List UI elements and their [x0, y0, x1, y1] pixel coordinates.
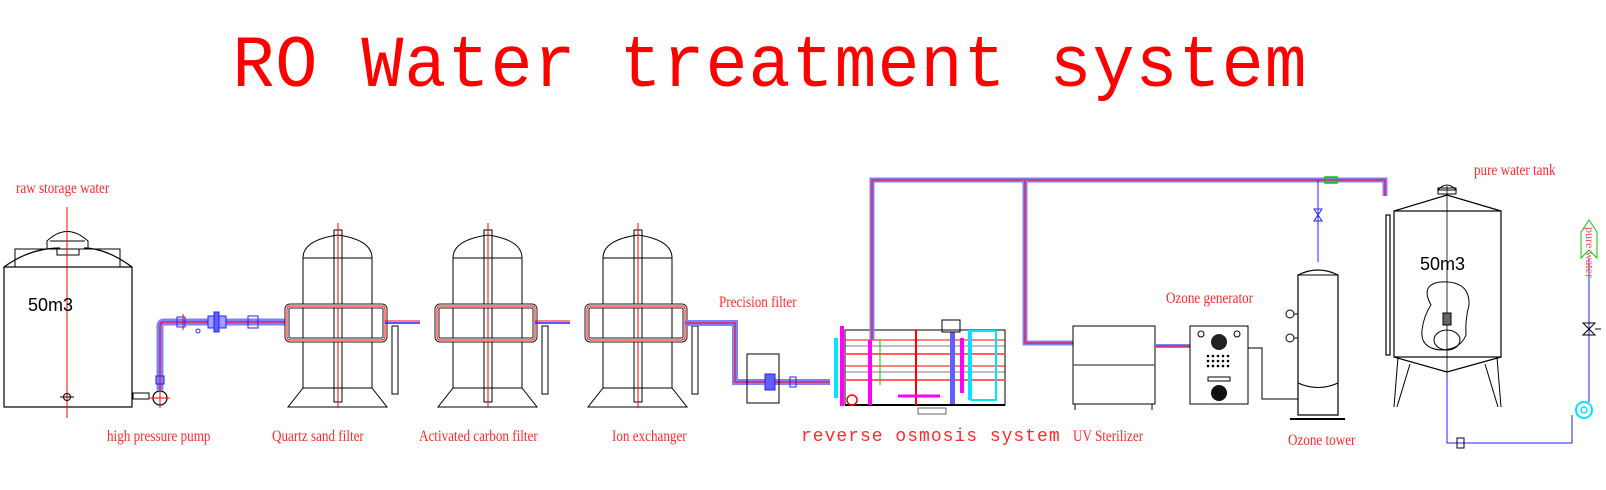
label-high-pressure-pump: high pressure pump — [107, 428, 211, 445]
ion-exchanger — [584, 223, 699, 408]
quartz-sand-filter — [284, 223, 420, 408]
precision-filter — [685, 320, 830, 404]
pure-water-outlet — [1575, 219, 1601, 419]
label-uv-sterilizer: UV Sterilizer — [1073, 428, 1144, 445]
high-pressure-pump — [132, 389, 170, 408]
raw-storage-tank — [3, 207, 133, 418]
label-quartz-sand-filter: Quartz sand filter — [272, 428, 364, 445]
label-ozone-generator: Ozone generator — [1166, 290, 1254, 307]
label-pure-water-outlet: pure water — [1583, 227, 1597, 278]
label-ozone-tower: Ozone tower — [1288, 432, 1356, 449]
label-activated-carbon-filter: Activated carbon filter — [419, 428, 538, 445]
pure-water-tank — [1385, 184, 1573, 449]
raw-tank-capacity: 50m3 — [28, 295, 74, 315]
label-ion-exchanger: Ion exchanger — [612, 428, 687, 445]
label-precision-filter: Precision filter — [719, 294, 797, 311]
product-water-main-line — [869, 176, 1388, 346]
label-pure-water-tank: pure water tank — [1474, 162, 1556, 179]
ozone-generator — [1189, 325, 1298, 405]
reverse-osmosis-unit — [834, 319, 1006, 415]
uv-sterilizer — [1072, 325, 1190, 410]
diagram-title: RO Water treatment system — [232, 26, 1308, 109]
activated-carbon-filter — [434, 223, 570, 408]
pump-discharge-pipe — [155, 311, 285, 390]
pure-tank-capacity: 50m3 — [1420, 254, 1466, 274]
label-reverse-osmosis-system: reverse osmosis system — [801, 427, 1061, 447]
ozone-tower — [1285, 269, 1345, 420]
label-raw-storage-water: raw storage water — [16, 180, 110, 197]
